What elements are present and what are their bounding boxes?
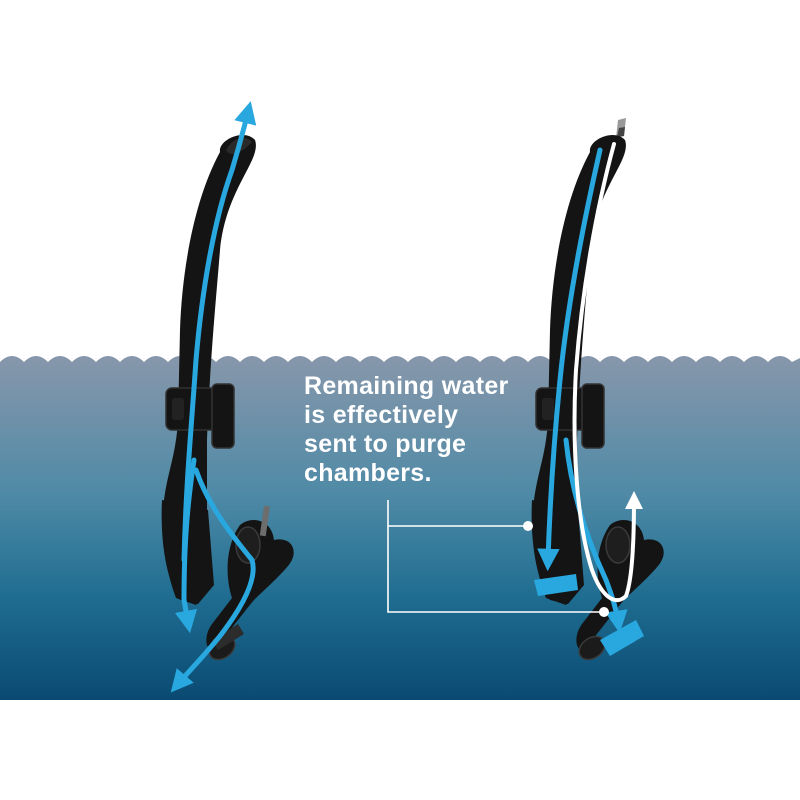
left-snorkel-clip	[165, 383, 235, 449]
right-purge-chamber-water	[534, 574, 578, 596]
callout-line: is effectively	[304, 401, 459, 429]
right-air-arrow	[572, 142, 643, 603]
callout-leader-lines	[387, 500, 609, 617]
right-flow-arrow-down	[537, 147, 603, 572]
leader-line-lower	[387, 526, 604, 613]
right-snorkel	[531, 118, 664, 661]
purge-callout-text: Remaining water is effectively sent to p…	[304, 372, 544, 488]
right-snorkel-clip	[535, 383, 605, 449]
leader-dot-upper	[523, 521, 533, 531]
left-flow-arrow-up	[181, 101, 257, 563]
left-snorkel	[161, 101, 294, 693]
right-flow-arrow-mouthpiece	[563, 437, 628, 634]
right-snorkel-tube	[532, 135, 626, 606]
leader-dot-lower	[599, 607, 609, 617]
callout-line: sent to purge	[304, 430, 467, 458]
right-mouthpiece-chamber-water	[600, 620, 644, 656]
callout-line: chambers.	[304, 459, 432, 487]
right-snorkel-mouthpiece	[576, 520, 664, 661]
left-flow-arrow-mouthpiece	[170, 467, 256, 693]
left-flow-arrow-down	[174, 457, 198, 634]
callout-line: Remaining water	[304, 372, 509, 400]
